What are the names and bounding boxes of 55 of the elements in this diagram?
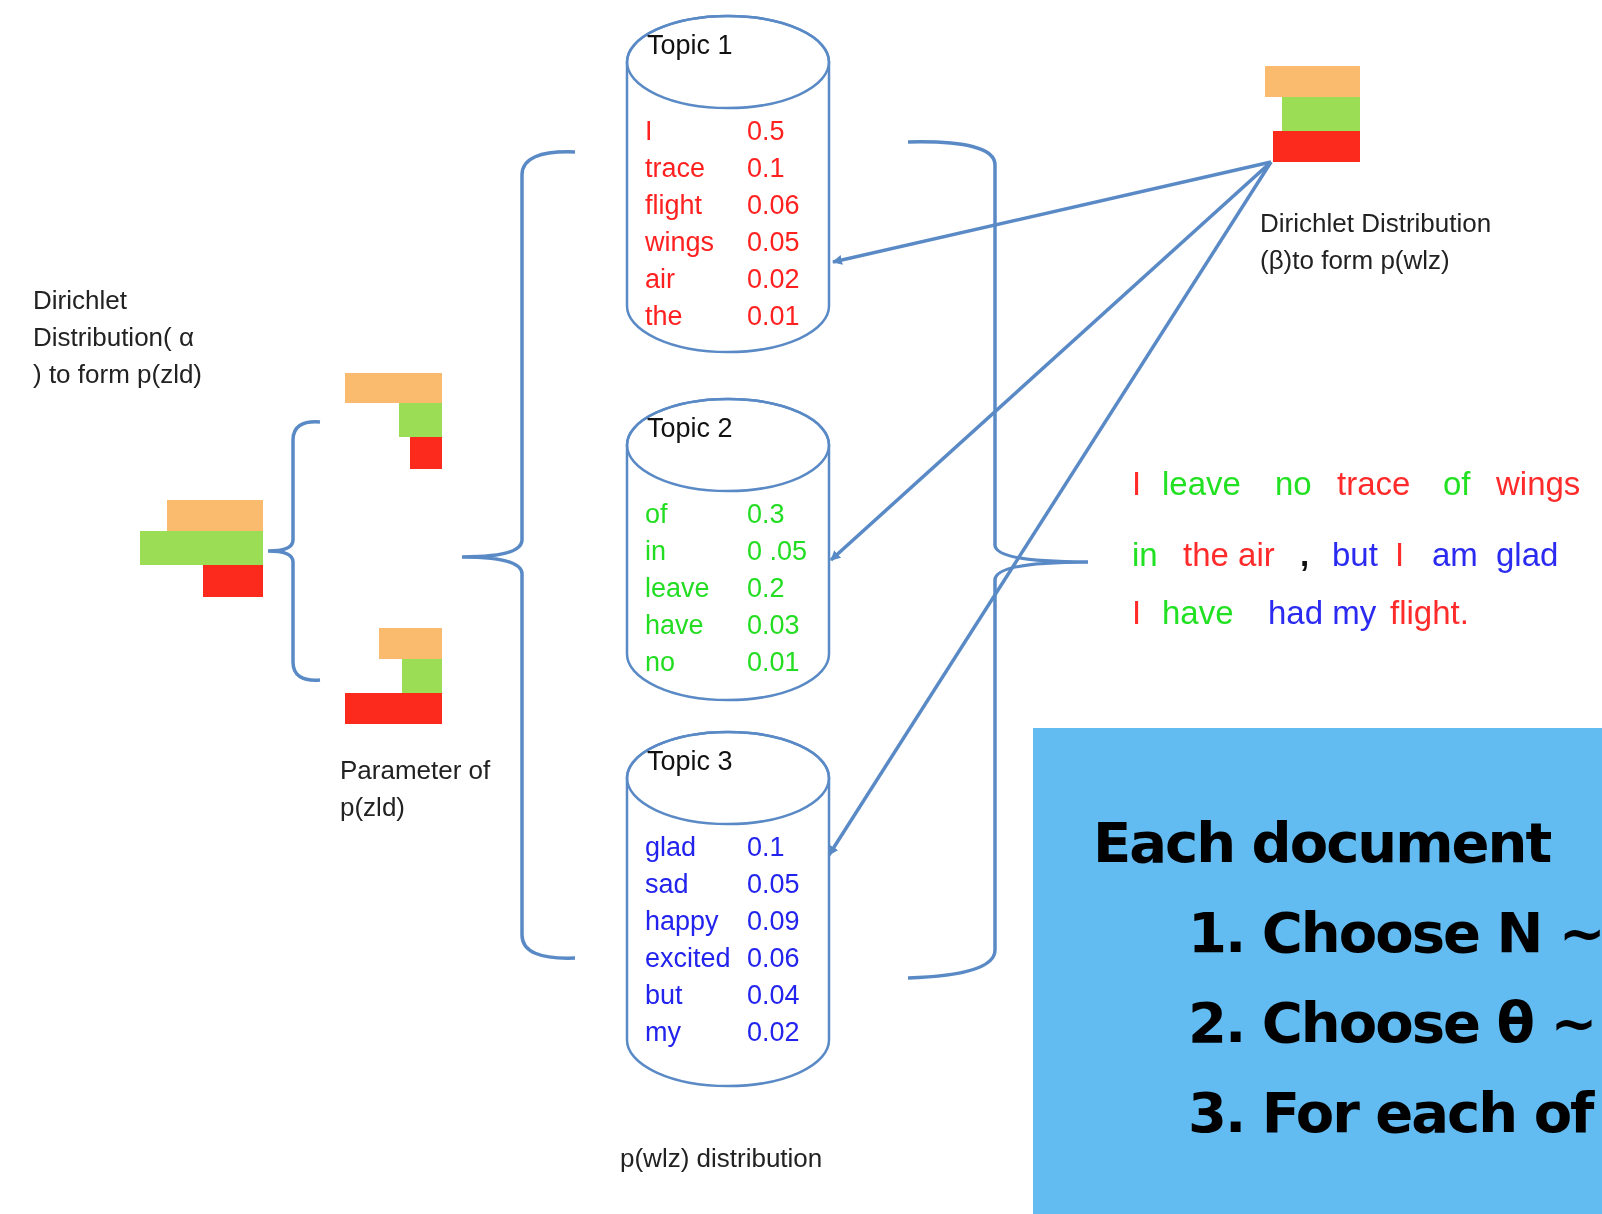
- sentence-word: in: [1132, 536, 1158, 574]
- sentence-word: have: [1162, 594, 1234, 632]
- sentence-word: am: [1432, 536, 1478, 574]
- sentence-word: of: [1443, 465, 1471, 503]
- word-probability: glad 0.1: [645, 831, 785, 864]
- topic-cylinder: [625, 397, 831, 702]
- word-probability: no 0.01: [645, 646, 800, 679]
- sentence-word: glad: [1496, 536, 1559, 574]
- caption-text: Dirichlet Distribution( α ) to form p(zld): [33, 284, 204, 391]
- sentence-word: but: [1332, 536, 1378, 574]
- word-probability: happy 0.09: [645, 905, 800, 938]
- word-probability: in 0 .05: [645, 535, 808, 568]
- word-probability: I 0.5: [645, 115, 785, 148]
- step-text: 3. For each of: [1188, 1079, 1593, 1147]
- topic-title: Topic 2: [647, 412, 733, 445]
- word-probability: air 0.02: [645, 263, 800, 296]
- stacked-bar-icon: [345, 628, 442, 724]
- sentence-word: ,: [1300, 536, 1310, 574]
- topic-cylinder: [625, 730, 831, 1088]
- stacked-bar-icon: [345, 373, 442, 469]
- word-probability: the 0.01: [645, 300, 800, 333]
- stacked-bar-icon: [140, 500, 263, 597]
- arrow: [829, 160, 1273, 562]
- sentence-word: I: [1132, 594, 1142, 632]
- topic-title: Topic 1: [647, 29, 733, 62]
- step-text: 1. Choose N ~: [1188, 899, 1602, 967]
- note-panel: [1033, 728, 1602, 1214]
- caption-text: Dirichlet Distribution (β)to form p(wlz): [1260, 207, 1493, 277]
- sentence-word: I: [1132, 465, 1142, 503]
- stacked-bar-icon: [1265, 66, 1360, 162]
- word-probability: excited 0.06: [645, 942, 800, 975]
- sentence-word: wings: [1496, 465, 1581, 503]
- sentence-word: flight.: [1390, 594, 1469, 632]
- sentence-word: trace: [1337, 465, 1411, 503]
- sentence-word: I: [1395, 536, 1405, 574]
- word-probability: but 0.04: [645, 979, 800, 1012]
- word-probability: trace 0.1: [645, 152, 785, 185]
- sentence-word: no: [1275, 465, 1312, 503]
- caption-text: Parameter of p(zld): [340, 754, 492, 824]
- sentence-word: leave: [1162, 465, 1241, 503]
- sentence-word: had my: [1268, 594, 1377, 632]
- sentence-word: the air: [1183, 536, 1275, 574]
- word-probability: flight 0.06: [645, 189, 800, 222]
- step-text: 2. Choose θ ~: [1188, 989, 1596, 1057]
- arrow: [832, 160, 1272, 265]
- word-probability: my 0.02: [645, 1016, 800, 1049]
- word-probability: sad 0.05: [645, 868, 800, 901]
- topic-title: Topic 3: [647, 745, 733, 778]
- word-probability: wings 0.05: [645, 226, 800, 259]
- word-probability: have 0.03: [645, 609, 800, 642]
- word-probability: of 0.3: [645, 498, 785, 531]
- caption-text: p(wlz) distribution: [620, 1142, 824, 1175]
- topic-cylinder: [625, 14, 831, 354]
- heading-text: Each document: [1093, 809, 1551, 877]
- word-probability: leave 0.2: [645, 572, 785, 605]
